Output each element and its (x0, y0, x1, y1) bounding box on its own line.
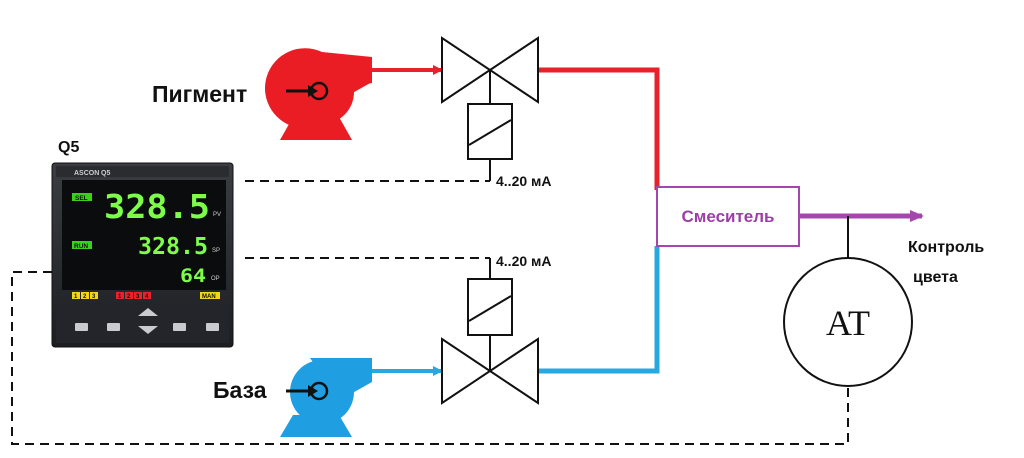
red-indicator-2: 2 (127, 294, 131, 300)
red-indicator-4: 4 (145, 294, 149, 300)
pigment-pump (265, 48, 372, 140)
pigment-pipeline (368, 65, 660, 190)
op-value: 64 (180, 265, 206, 287)
analyzer-label: AT (826, 303, 870, 343)
red-indicators: 1 2 3 4 (116, 292, 151, 300)
color-control-label-line2: цвета (913, 269, 958, 286)
red-indicator-1: 1 (118, 294, 122, 300)
base-valve (441, 258, 539, 405)
base-pump (280, 358, 372, 437)
controller-key-5[interactable] (206, 323, 219, 331)
yellow-indicators: 1 2 3 (72, 292, 98, 300)
pv-value: 328.5 (104, 187, 210, 226)
mixer-box (656, 186, 800, 247)
signal-label-top: 4..20 мА (496, 173, 552, 189)
base-valve-actuator (467, 278, 513, 336)
base-pipeline (368, 246, 660, 376)
sp-unit: SP (212, 248, 220, 254)
controller-name-label: Q5 (58, 139, 79, 156)
controller-model: Q5 (101, 170, 110, 177)
sp-value: 328.5 (138, 234, 208, 260)
op-unit: OP (211, 276, 220, 282)
color-control-label-line1: Контроль (908, 239, 984, 256)
pv-unit: PV (213, 212, 221, 218)
color-analyzer: AT (783, 216, 913, 387)
mixer: Смеситель (656, 186, 924, 247)
base-label: База (213, 377, 267, 403)
mixer-label: Смеситель (681, 207, 774, 226)
signal-lines (11, 180, 849, 445)
signal-label-bottom: 4..20 мА (496, 253, 552, 269)
man-label: MAN (202, 294, 216, 300)
sel-label: SEL (75, 195, 88, 202)
signal-line-feedback (11, 271, 849, 445)
pigment-label: Пигмент (152, 81, 247, 107)
controller-key-4[interactable] (173, 323, 186, 331)
controller-brand: ASCON (74, 170, 99, 177)
run-label: RUN (74, 243, 88, 250)
yellow-indicator-2: 2 (83, 294, 87, 300)
yellow-indicator-1: 1 (74, 294, 78, 300)
controller-key-down[interactable] (138, 326, 158, 334)
controller-q5: ASCON Q5 SEL RUN 328.5 PV 328.5 SP 64 OP… (51, 162, 234, 348)
analyzer-circle (783, 257, 913, 387)
pigment-valve (441, 36, 539, 181)
controller-key-2[interactable] (107, 323, 120, 331)
red-indicator-3: 3 (136, 294, 140, 300)
yellow-indicator-3: 3 (92, 294, 96, 300)
controller-key-up[interactable] (138, 308, 158, 316)
controller-key-1[interactable] (75, 323, 88, 331)
